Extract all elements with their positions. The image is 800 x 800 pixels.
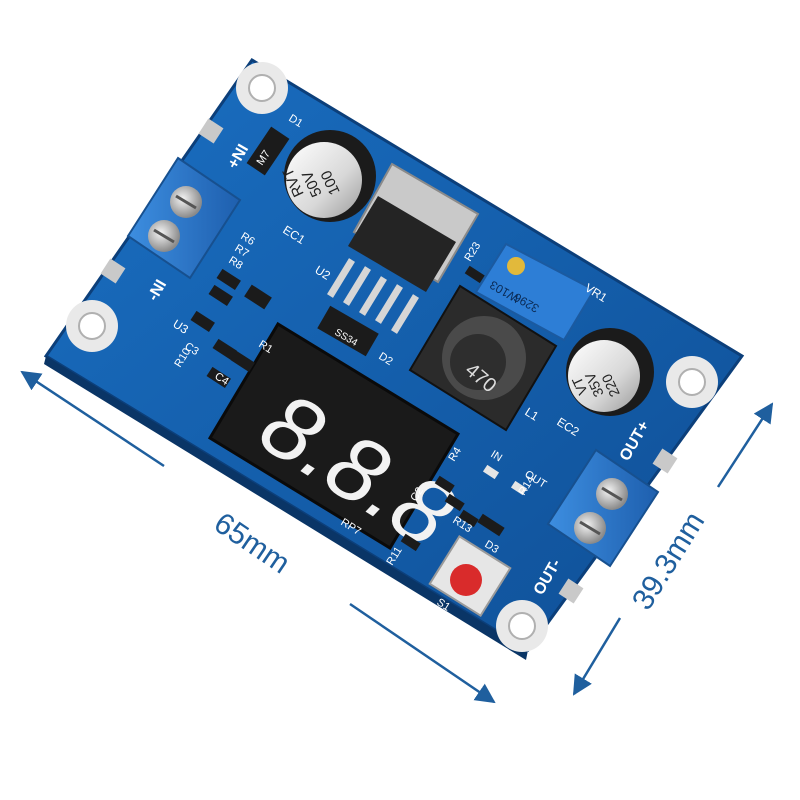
- trimpot-vr1: W103 3296: [474, 242, 596, 342]
- solder-pad: [652, 448, 678, 474]
- width-arrow-bottom: [572, 617, 622, 696]
- capacitor-ec1: 100 50V RVT: [280, 130, 376, 222]
- regulator-u2: [327, 162, 480, 334]
- length-label: 65mm: [208, 506, 296, 580]
- pcb-edge: [44, 356, 528, 660]
- mounting-hole: [66, 300, 118, 352]
- solder-pad: [100, 258, 126, 284]
- label-in: IN: [488, 448, 504, 464]
- mounting-hole: [496, 600, 548, 652]
- capacitor-ec2: 220 35V VT: [566, 328, 654, 416]
- smd-components: [190, 265, 528, 552]
- push-button-s1[interactable]: [428, 534, 512, 618]
- width-arrow-top: [716, 402, 774, 488]
- input-terminal-block: [126, 156, 242, 280]
- length-arrow-left: [20, 370, 165, 468]
- diode-d1: M7: [246, 126, 290, 176]
- inductor-l1: 470: [408, 284, 558, 432]
- solder-pad: [558, 578, 584, 604]
- svg-text:VT: VT: [568, 374, 590, 397]
- output-terminal-block: [546, 448, 660, 568]
- mounting-hole: [666, 356, 718, 408]
- mounting-hole: [236, 62, 288, 114]
- length-arrow-right: [349, 602, 496, 704]
- pcb-board: M7 100 50V RVT W103 3: [43, 57, 745, 660]
- solder-pad: [198, 118, 224, 144]
